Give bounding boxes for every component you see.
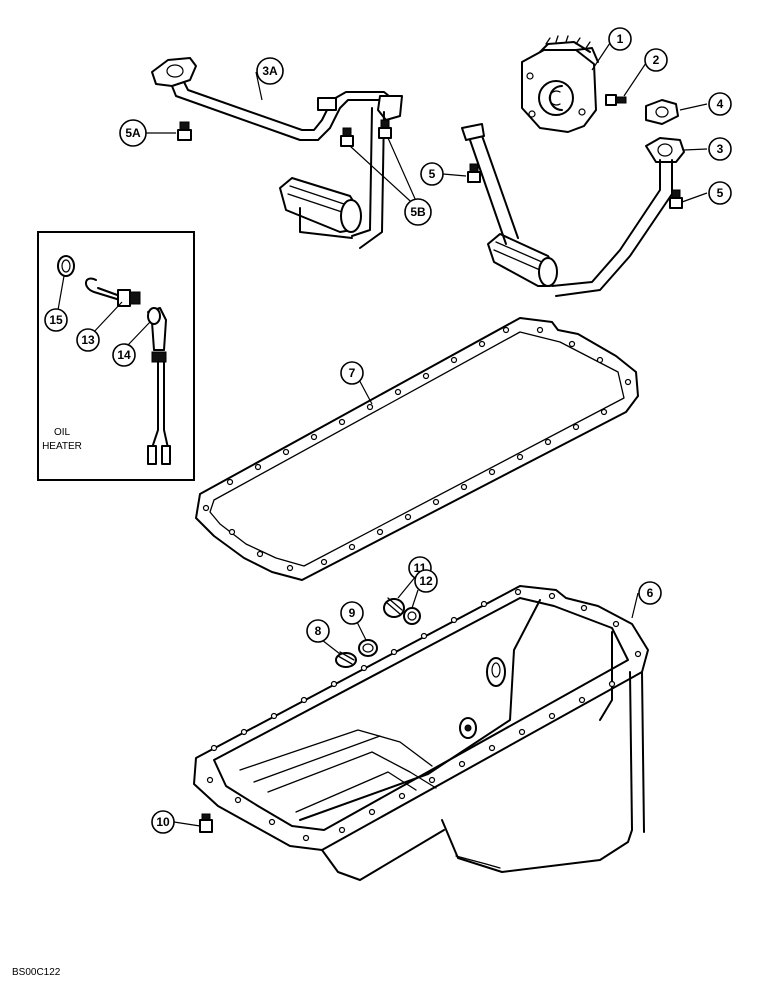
callout-15: 15 bbox=[44, 308, 68, 332]
callout-1: 1 bbox=[608, 27, 632, 51]
gasket-4 bbox=[645, 99, 679, 125]
washer-12 bbox=[403, 607, 421, 625]
callout-7: 7 bbox=[340, 361, 364, 385]
callout-5a: 5A bbox=[119, 119, 147, 147]
leader-lines bbox=[57, 39, 708, 827]
callout-5b: 5B bbox=[404, 198, 432, 226]
callout-4: 4 bbox=[708, 92, 732, 116]
callout-3-label: 3 bbox=[717, 142, 724, 156]
callout-7-label: 7 bbox=[349, 366, 356, 380]
washer-9 bbox=[358, 639, 378, 657]
oil-pan-6 bbox=[193, 585, 649, 881]
bolt-10 bbox=[199, 813, 213, 833]
callout-14: 14 bbox=[112, 343, 136, 367]
callout-10-label: 10 bbox=[156, 815, 170, 829]
callout-9: 9 bbox=[340, 601, 364, 625]
callout-12-label: 12 bbox=[419, 574, 433, 588]
callout-5b-label: 5B bbox=[410, 205, 426, 219]
callout-13: 13 bbox=[76, 328, 100, 352]
callout-9-label: 9 bbox=[349, 606, 356, 620]
callout-5-lower: 5 bbox=[708, 181, 732, 205]
callout-2: 2 bbox=[644, 48, 668, 72]
callout-8: 8 bbox=[306, 619, 330, 643]
callout-8-label: 8 bbox=[315, 624, 322, 638]
heater-label: HEATER bbox=[42, 441, 82, 452]
suction-tube-3a bbox=[151, 57, 403, 249]
callout-14-label: 14 bbox=[117, 348, 131, 362]
callout-4-label: 4 bbox=[717, 97, 724, 111]
pan-bolt-holes bbox=[206, 588, 642, 842]
bolt-5-lower bbox=[669, 189, 683, 209]
callout-3a: 3A bbox=[256, 57, 284, 85]
bolt-5b-left bbox=[340, 127, 354, 147]
callout-15-label: 15 bbox=[49, 313, 63, 327]
figure-code: BS00C122 bbox=[12, 967, 61, 978]
plug-8 bbox=[335, 651, 357, 668]
gasket-7 bbox=[195, 317, 639, 581]
suction-tube-3 bbox=[461, 123, 685, 297]
callout-3a-label: 3A bbox=[262, 64, 278, 78]
callout-6-label: 6 bbox=[647, 586, 654, 600]
callout-6: 6 bbox=[638, 581, 662, 605]
callout-13-label: 13 bbox=[81, 333, 95, 347]
plug-11 bbox=[383, 597, 405, 618]
callout-5-upper-label: 5 bbox=[429, 167, 436, 181]
oil-label: OIL bbox=[54, 427, 71, 438]
bolt-5b-right bbox=[378, 119, 392, 139]
callout-12: 12 bbox=[414, 569, 438, 593]
callout-2-label: 2 bbox=[653, 53, 660, 67]
oil-heater-inset: OIL HEATER bbox=[37, 231, 195, 481]
bolt-5-upper bbox=[467, 163, 481, 183]
oil-pump-1 bbox=[521, 35, 599, 133]
callout-1-label: 1 bbox=[617, 32, 624, 46]
callout-5a-label: 5A bbox=[125, 126, 141, 140]
callout-5-lower-label: 5 bbox=[717, 186, 724, 200]
callout-10: 10 bbox=[151, 810, 175, 834]
bolt-5a bbox=[177, 121, 192, 141]
gasket-bolt-holes bbox=[202, 326, 632, 572]
callout-5-upper: 5 bbox=[420, 162, 444, 186]
callout-3: 3 bbox=[708, 137, 732, 161]
bolt-2 bbox=[605, 94, 627, 106]
